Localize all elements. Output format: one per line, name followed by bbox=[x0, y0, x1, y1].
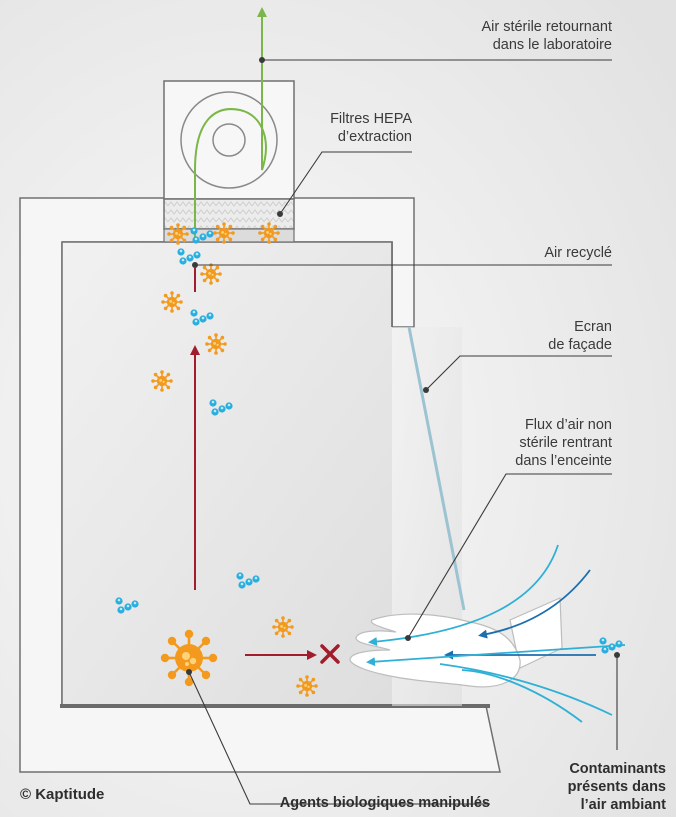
label-screen-line2: de façade bbox=[548, 337, 612, 353]
label-flow-line1: Flux d’air non bbox=[524, 417, 612, 433]
virus-icon bbox=[150, 369, 174, 393]
hand-icon bbox=[349, 597, 563, 688]
virus-icon bbox=[212, 221, 236, 245]
label-contaminants-line3: l’air ambiant bbox=[580, 797, 666, 813]
leader-lines bbox=[188, 59, 618, 805]
label-bio-agents: Agents biologiques manipulés bbox=[279, 795, 490, 811]
virus-icon bbox=[271, 615, 295, 639]
hepa-filter-unit bbox=[163, 80, 295, 243]
virus-icon bbox=[204, 332, 228, 356]
label-sterile-return-line2: dans le laboratoire bbox=[492, 37, 612, 53]
label-hepa-line1: Filtres HEPA bbox=[330, 111, 412, 127]
label-nonsterile-flow: Flux d’air non stérile rentrant dans l’e… bbox=[515, 416, 612, 470]
virus-icon bbox=[257, 221, 281, 245]
hepa-filter bbox=[163, 198, 295, 230]
label-sterile-return-line1: Air stérile retournant bbox=[481, 19, 612, 35]
blocked-x-icon bbox=[320, 644, 340, 664]
label-sterile-return: Air stérile retournant dans le laboratoi… bbox=[481, 18, 612, 54]
label-flow-line2: stérile rentrant bbox=[519, 435, 612, 451]
label-contaminants-line2: présents dans bbox=[567, 779, 666, 795]
label-screen-line1: Ecran bbox=[574, 319, 612, 335]
label-hepa-line2: d’extraction bbox=[337, 129, 412, 145]
front-screen bbox=[407, 326, 466, 611]
virus-icon bbox=[199, 262, 223, 286]
biological-agent-virus bbox=[159, 628, 219, 688]
virus-icon bbox=[166, 222, 190, 246]
label-hepa: Filtres HEPA d’extraction bbox=[330, 110, 412, 146]
work-chamber bbox=[62, 242, 392, 706]
label-front-screen: Ecran de façade bbox=[548, 318, 612, 354]
label-recycled-air: Air recyclé bbox=[544, 245, 612, 261]
label-contaminants: Contaminants présents dans l’air ambiant bbox=[568, 760, 666, 814]
virus-icon bbox=[160, 290, 184, 314]
sterile-air-flow bbox=[194, 7, 267, 240]
leader-dots bbox=[186, 57, 620, 675]
label-flow-line3: dans l’enceinte bbox=[515, 453, 612, 469]
label-contaminants-line1: Contaminants bbox=[569, 761, 666, 777]
virus-icon bbox=[295, 674, 319, 698]
fan-icon bbox=[180, 91, 278, 189]
copyright: © Kaptitude bbox=[20, 786, 105, 803]
fan-housing bbox=[163, 80, 295, 200]
cabinet-body bbox=[19, 197, 501, 773]
